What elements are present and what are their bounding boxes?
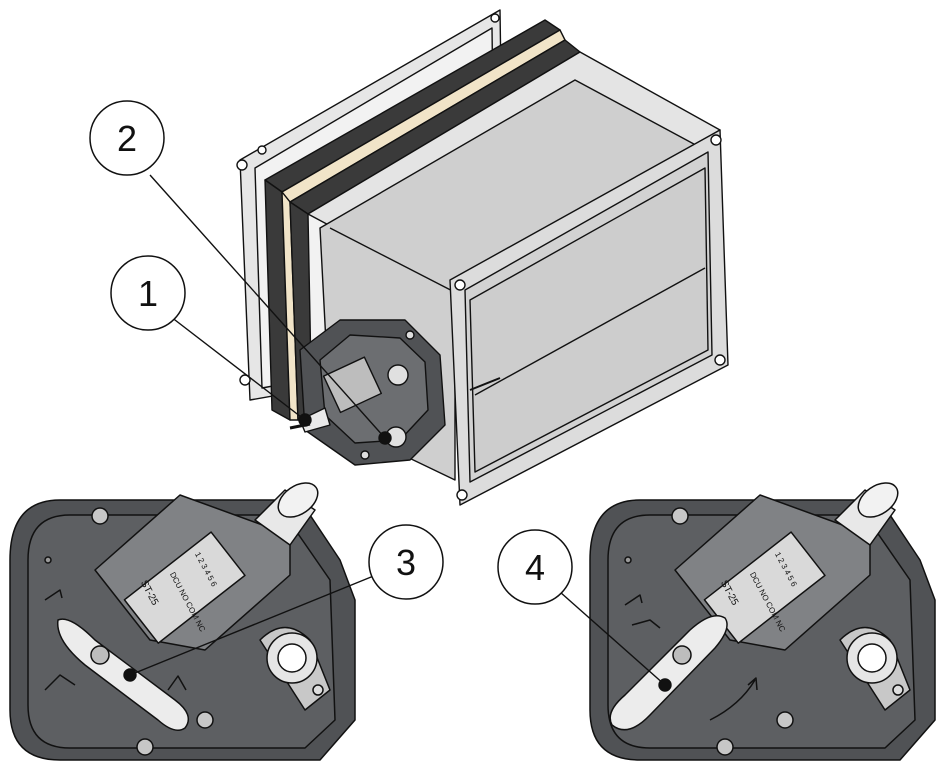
screw: [196, 711, 214, 729]
leader-dot-1: [298, 413, 312, 427]
interior-edge: [329, 227, 471, 301]
release-lever-left: [57, 618, 190, 731]
damper-assembly: [236, 9, 729, 506]
leader-3: [129, 574, 377, 676]
cable-gland-right: [834, 482, 899, 546]
front-opening-inside: [469, 167, 709, 473]
flange-bolt: [454, 279, 466, 291]
screw: [136, 738, 154, 756]
flange-bolt: [257, 145, 267, 155]
duct-floor-edge: [474, 267, 706, 396]
terminal-label-left: [123, 531, 246, 644]
callout-label-3: 3: [396, 542, 416, 583]
screw: [776, 711, 794, 729]
screw: [716, 738, 734, 756]
arrow-mark: [469, 377, 501, 391]
callout-bubble-1: 1: [110, 255, 186, 331]
leader-dot-4: [658, 678, 672, 692]
leader-1: [161, 309, 306, 421]
actuator-detail-left: ST-25 DCU NO COM NC 1 2 3 4 5 6: [9, 482, 356, 761]
flange-bolt: [236, 159, 248, 171]
leader-dot-2: [378, 431, 392, 445]
mini-terminal: [322, 356, 382, 414]
flange-bolt: [456, 489, 468, 501]
leader-2: [149, 174, 386, 439]
terminal-block-left: ST-25 DCU NO COM NC 1 2 3 4 5 6: [94, 494, 291, 651]
callout-bubble-4: 4: [497, 529, 573, 605]
bushing-right: [839, 626, 911, 711]
flange-bolt: [239, 374, 251, 386]
leader-4: [559, 591, 666, 686]
leader-dot-3: [123, 668, 137, 682]
flange-bolt: [490, 13, 500, 23]
flange-bolt: [714, 354, 726, 366]
callout-bubble-3: 3: [368, 524, 444, 600]
screw: [671, 507, 689, 525]
actuator-detail-right: ST-25 DCU NO COM NC 1 2 3 4 5 6: [589, 482, 936, 761]
callout-bubble-2: 2: [89, 100, 165, 176]
release-lever-right: [609, 615, 758, 731]
callout-leaders: [123, 174, 672, 692]
bushing-left: [259, 626, 331, 711]
flange-bolt: [710, 134, 722, 146]
cable-gland-left: [254, 482, 319, 546]
release-mechanism: [289, 319, 446, 466]
mini-gland: [387, 364, 409, 386]
callout-label-2: 2: [117, 118, 137, 159]
callout-label-1: 1: [138, 273, 158, 314]
screw: [91, 507, 109, 525]
screw: [44, 556, 52, 564]
callout-label-4: 4: [525, 547, 545, 588]
screw: [624, 556, 632, 564]
